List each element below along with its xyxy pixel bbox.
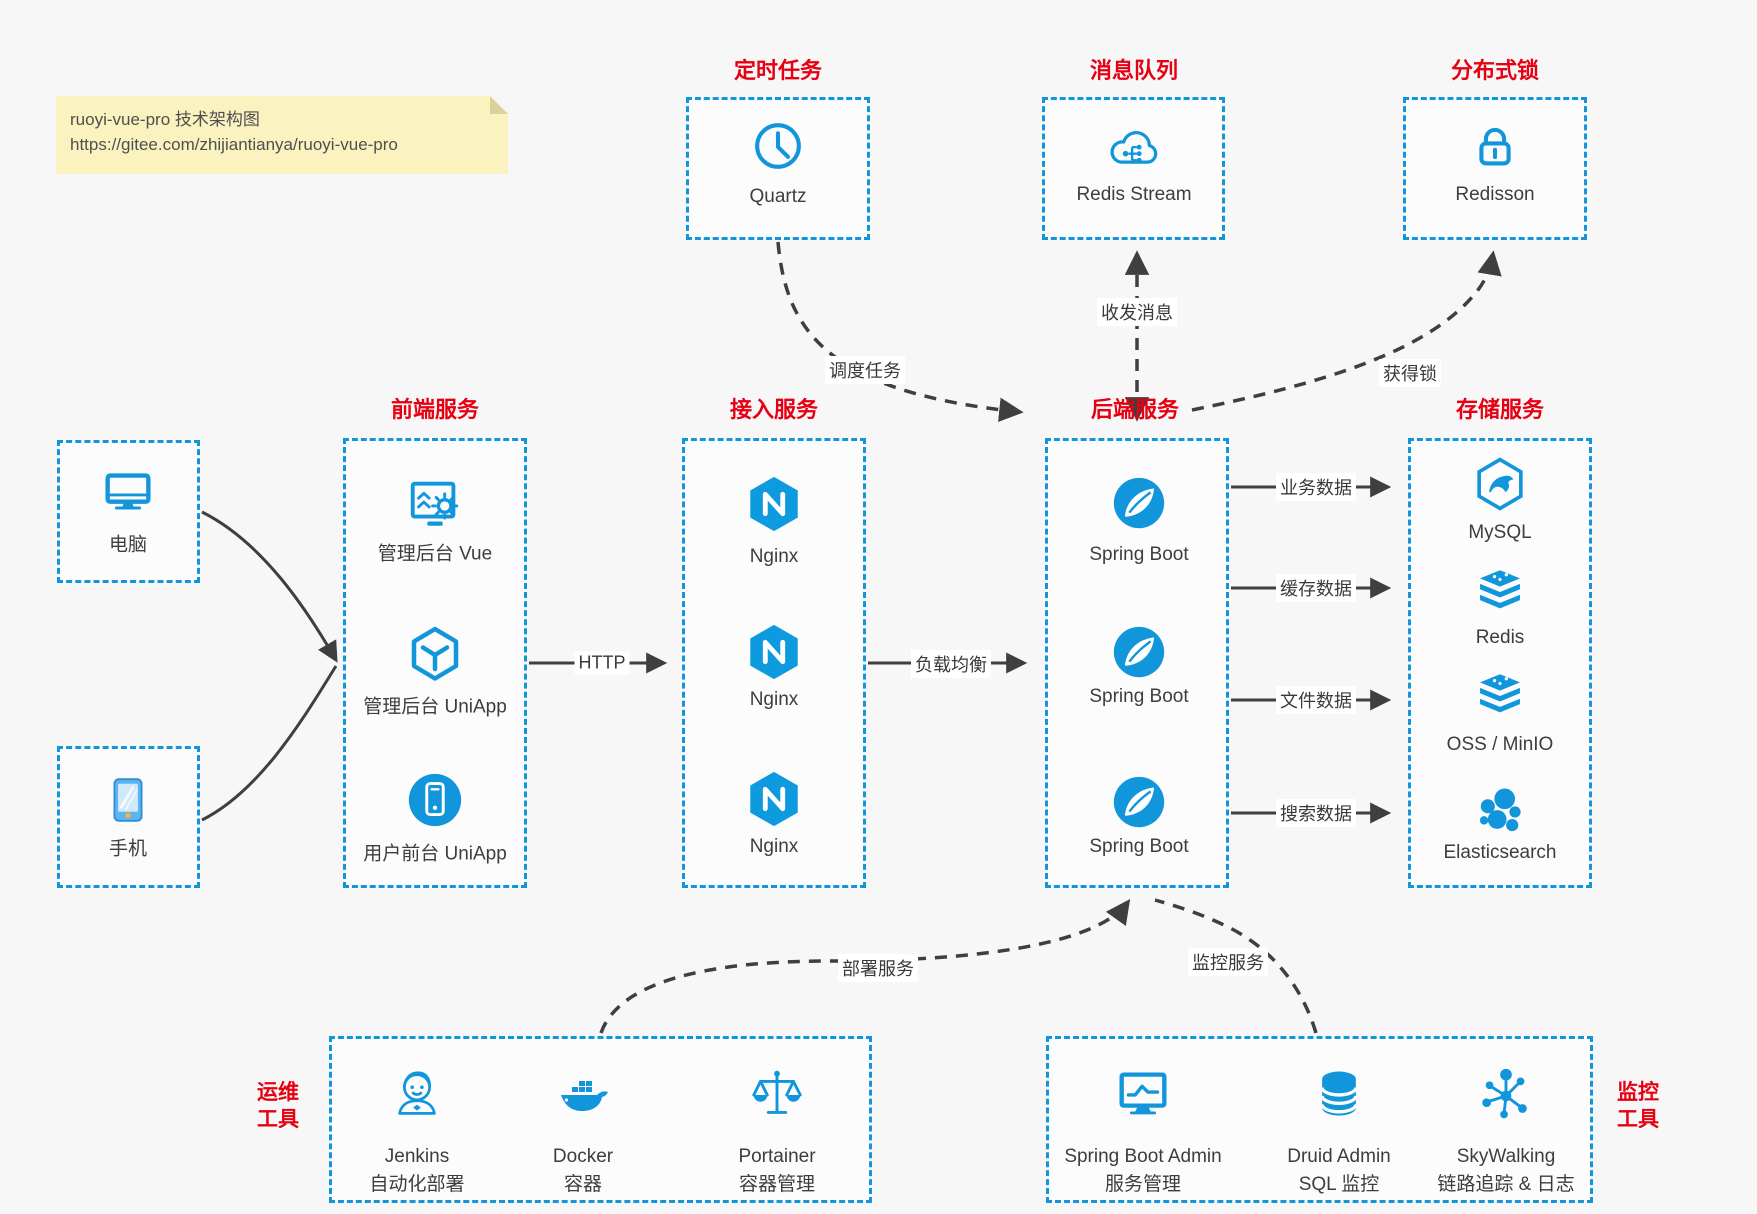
elasticsearch-icon: [1470, 781, 1530, 841]
skywalking-name: SkyWalking: [1456, 1146, 1556, 1167]
edge-label-schedule-task: 调度任务: [825, 356, 905, 384]
edge-label-send-receive-message: 收发消息: [1097, 298, 1177, 326]
group-title-frontend: 前端服务: [390, 397, 480, 422]
docker-desc: 容器: [563, 1174, 602, 1195]
sticky-note: ruoyi-vue-pro 技术架构图 https://gitee.com/zh…: [56, 96, 508, 174]
lock-icon: [1466, 119, 1524, 177]
spring-icon: [1108, 771, 1170, 833]
note-title: ruoyi-vue-pro 技术架构图: [70, 110, 260, 129]
sba-desc: 服务管理: [1104, 1174, 1181, 1195]
group-title-storage: 存储服务: [1455, 397, 1545, 422]
monitor-tools-box: [1046, 1036, 1593, 1203]
admin-uniapp-label: 管理后台 UniApp: [363, 696, 507, 718]
edge-label-load-balance: 负载均衡: [911, 650, 991, 678]
oss-icon: [1471, 667, 1529, 725]
edge-label-file-data: 文件数据: [1276, 686, 1356, 714]
jenkins-name: Jenkins: [384, 1146, 450, 1167]
edge-label-search-data: 搜索数据: [1276, 799, 1356, 827]
ops-tools-side-label: 运维 工具: [257, 1079, 299, 1133]
arrow-schedule-task: [776, 241, 1024, 423]
arrow-desktop-to-frontend: [201, 510, 338, 663]
skywalking-desc: 链路追踪 & 日志: [1437, 1174, 1575, 1195]
arrow-acquire-lock: [1191, 250, 1502, 412]
jenkins-label: Jenkins 自动化部署: [369, 1143, 464, 1199]
elasticsearch-label: Elasticsearch: [1443, 842, 1557, 863]
skywalking-icon: [1475, 1063, 1537, 1125]
redis-label: Redis: [1475, 627, 1525, 648]
portainer-label: Portainer 容器管理: [738, 1143, 815, 1199]
monitor-tools-side-label: 监控 工具: [1617, 1079, 1659, 1133]
mysql-icon: [1471, 455, 1529, 513]
sba-icon: [1112, 1063, 1174, 1125]
redisson-label: Redisson: [1455, 184, 1535, 205]
user-app-icon: [404, 769, 466, 831]
edge-label-cache-data: 缓存数据: [1276, 574, 1356, 602]
edge-label-monitor-service: 监控服务: [1188, 948, 1268, 976]
docker-name: Docker: [552, 1146, 614, 1167]
phone-icon: [99, 771, 157, 829]
group-title-message-queue: 消息队列: [1089, 58, 1179, 83]
desktop-client-box: [57, 440, 200, 583]
monitor-tools-line1: 监控: [1617, 1081, 1659, 1104]
ops-tools-line1: 运维: [257, 1081, 299, 1104]
arrow-phone-to-frontend: [201, 665, 338, 822]
nginx-label: Nginx: [749, 689, 799, 710]
clock-icon: [749, 117, 807, 175]
admin-vue-icon: [404, 473, 466, 535]
distributed-lock-box: [1403, 97, 1587, 240]
druid-name: Druid Admin: [1287, 1146, 1391, 1167]
phone-label: 手机: [108, 838, 148, 860]
druid-desc: SQL 监控: [1298, 1174, 1380, 1195]
portainer-desc: 容器管理: [738, 1174, 816, 1195]
druid-icon: [1309, 1064, 1369, 1124]
group-title-scheduled-jobs: 定时任务: [733, 58, 823, 83]
skywalking-label: SkyWalking 链路追踪 & 日志: [1437, 1143, 1574, 1199]
jenkins-desc: 自动化部署: [369, 1174, 465, 1195]
redis-stream-label: Redis Stream: [1076, 184, 1192, 205]
edge-label-business-data: 业务数据: [1276, 473, 1356, 501]
user-frontend-label: 用户前台 UniApp: [363, 843, 507, 865]
spring-boot-label: Spring Boot: [1089, 686, 1189, 707]
edge-label-acquire-lock: 获得锁: [1379, 359, 1441, 387]
edge-label-deploy-service: 部署服务: [838, 954, 918, 982]
druid-admin-label: Druid Admin SQL 监控: [1287, 1143, 1391, 1199]
edge-label-http: HTTP: [574, 651, 630, 675]
ops-tools-box: [329, 1036, 872, 1203]
portainer-icon: [746, 1063, 808, 1125]
arrow-deploy-service: [599, 899, 1131, 1034]
mysql-label: MySQL: [1468, 522, 1532, 543]
desktop-label: 电脑: [108, 534, 148, 556]
docker-icon: [551, 1062, 615, 1126]
monitor-tools-line2: 工具: [1617, 1108, 1659, 1131]
nginx-icon: [743, 621, 805, 683]
cloud-mq-icon: [1104, 119, 1164, 179]
desktop-icon: [97, 461, 159, 523]
portainer-name: Portainer: [738, 1146, 816, 1167]
nginx-icon: [743, 768, 805, 830]
nginx-label: Nginx: [749, 836, 799, 857]
group-title-distributed-lock: 分布式锁: [1450, 58, 1540, 83]
ops-tools-line2: 工具: [257, 1108, 299, 1131]
message-queue-box: [1042, 97, 1225, 240]
spring-icon: [1108, 472, 1170, 534]
redis-icon: [1471, 563, 1529, 621]
nginx-icon: [743, 473, 805, 535]
arrow-monitor-service: [1154, 898, 1318, 1034]
quartz-label: Quartz: [749, 186, 807, 207]
oss-minio-label: OSS / MinIO: [1446, 734, 1554, 755]
group-title-backend: 后端服务: [1090, 397, 1180, 422]
spring-boot-label: Spring Boot: [1089, 836, 1189, 857]
note-url: https://gitee.com/zhijiantianya/ruoyi-vu…: [70, 135, 398, 154]
docker-label: Docker 容器: [553, 1143, 613, 1199]
nginx-label: Nginx: [749, 546, 799, 567]
jenkins-icon: [386, 1063, 448, 1125]
uniapp-cube-icon: [403, 622, 467, 686]
group-title-gateway: 接入服务: [729, 397, 819, 422]
sba-name: Spring Boot Admin: [1064, 1146, 1222, 1167]
spring-icon: [1108, 621, 1170, 683]
spring-boot-label: Spring Boot: [1089, 544, 1189, 565]
admin-vue-label: 管理后台 Vue: [377, 543, 493, 565]
spring-boot-admin-label: Spring Boot Admin 服务管理: [1064, 1143, 1221, 1199]
